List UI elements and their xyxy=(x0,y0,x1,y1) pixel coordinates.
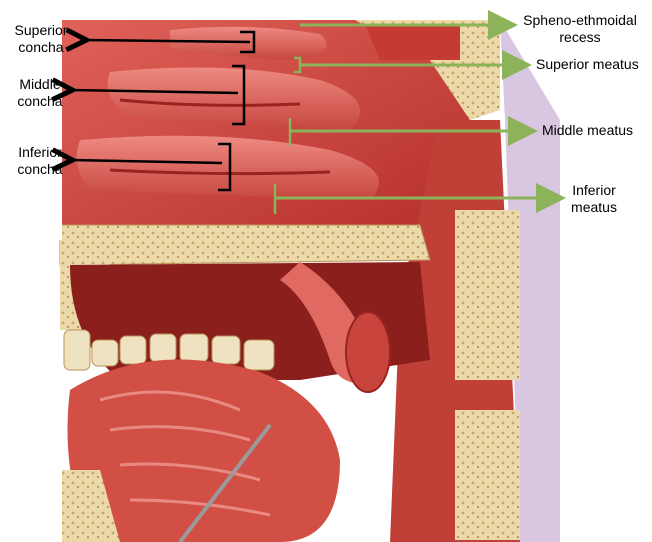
label-inferior-concha: Inferior concha xyxy=(8,144,72,178)
tonsil-shape xyxy=(346,312,390,392)
label-superior-concha: Superior concha xyxy=(8,22,74,56)
label-superior-meatus: Superior meatus xyxy=(536,56,650,73)
label-inferior-meatus: Inferior meatus xyxy=(562,182,626,216)
label-spheno-ethmoidal-recess: Spheno-ethmoidal recess xyxy=(514,12,646,46)
label-middle-meatus: Middle meatus xyxy=(542,122,648,139)
label-middle-concha: Middle concha xyxy=(8,76,72,110)
